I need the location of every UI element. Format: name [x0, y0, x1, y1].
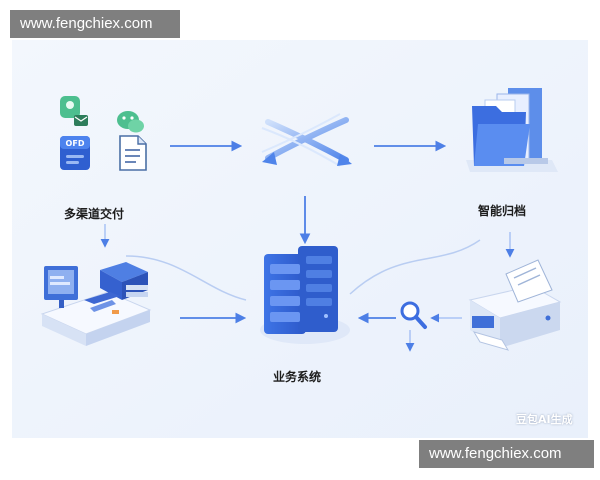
connectors: [100, 140, 515, 352]
printer-icon: [468, 259, 562, 351]
server-icon: [260, 246, 350, 344]
multi-channel-icons: OFD: [60, 96, 147, 171]
ai-generated-mark: 豆包AI生成: [516, 413, 573, 426]
multi-channel-label: 多渠道交付: [64, 207, 125, 221]
cross-arrows-icon: [261, 113, 352, 167]
watermark-bottom: www.fengchiex.com: [419, 440, 594, 468]
workstation-icon: [40, 262, 152, 346]
archive-folder-icon: [466, 88, 558, 172]
business-system-label: 业务系统: [273, 370, 322, 384]
curve-desk-to-server: [125, 255, 247, 301]
curve-server-to-archive: [349, 239, 481, 295]
watermark-top: www.fengchiex.com: [10, 10, 180, 38]
ofd-badge: OFD: [66, 139, 85, 148]
archive-label: 智能归档: [478, 204, 527, 218]
ofd-document-icon: OFD: [60, 136, 90, 170]
search-icon: [400, 301, 427, 329]
document-icon: [119, 135, 147, 171]
wechat-icon: [117, 111, 144, 133]
chat-icon: [60, 96, 88, 126]
